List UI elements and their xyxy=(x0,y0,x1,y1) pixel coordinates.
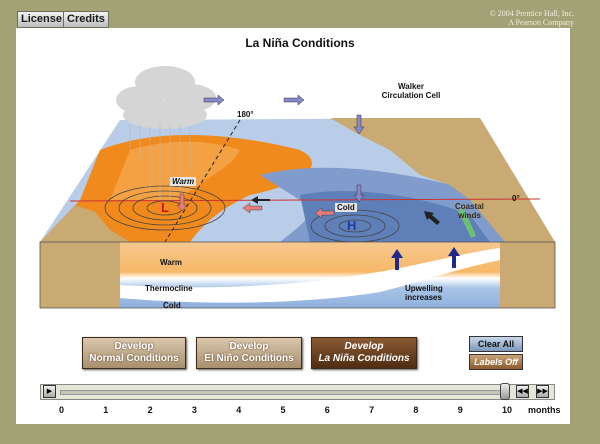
timeline-tick-1: 1 xyxy=(103,405,109,415)
upwelling-label-line1: Upwelling xyxy=(405,284,443,293)
thermocline-label: Thermocline xyxy=(145,284,193,293)
labels-off-button[interactable]: Labels Off xyxy=(469,354,523,370)
warm-layer-label: Warm xyxy=(160,258,182,267)
elnino-line1: Develop xyxy=(229,341,269,352)
copyright-line1: © 2004 Prentice Hall, Inc. xyxy=(489,9,574,18)
timeline-tick-2: 2 xyxy=(147,405,153,415)
license-button[interactable]: License xyxy=(17,11,66,28)
western-land xyxy=(40,205,130,242)
copyright-text: © 2004 Prentice Hall, Inc. A Pearson Com… xyxy=(490,9,574,27)
lanina-line1: Develop xyxy=(344,341,384,352)
coastal-label-line1: Coastal xyxy=(455,202,484,211)
coastal-label-line2: winds xyxy=(458,211,481,220)
walker-label-line2: Circulation Cell xyxy=(381,91,441,100)
equator-label: 0° xyxy=(512,194,520,203)
coastal-winds-label: Coastal winds xyxy=(455,202,484,220)
timeline-slider-handle[interactable] xyxy=(500,383,510,400)
timeline-tick-3: 3 xyxy=(191,405,197,415)
longitude-180-label: 180° xyxy=(237,110,254,119)
rewind-icon[interactable]: ◀◀ xyxy=(516,385,529,398)
timeline-unit-label: months xyxy=(528,405,561,415)
timeline-track[interactable] xyxy=(60,390,508,395)
timeline-tick-7: 7 xyxy=(369,405,375,415)
americas-land xyxy=(330,118,555,242)
cold-surface-label: Cold xyxy=(335,203,357,212)
timeline-tick-8: 8 xyxy=(413,405,419,415)
elnino-line2: El Niño Conditions xyxy=(204,353,294,364)
timeline-tick-10: 10 xyxy=(502,405,513,415)
credits-button[interactable]: Credits xyxy=(63,11,109,28)
timeline-tick-0: 0 xyxy=(59,405,65,415)
walker-label-line1: Walker xyxy=(398,82,424,91)
normal-line2: Normal Conditions xyxy=(89,353,179,364)
storm-cloud xyxy=(116,66,216,129)
cold-layer-label: Cold xyxy=(163,301,181,310)
clear-all-button[interactable]: Clear All xyxy=(469,336,523,352)
copyright-line2: A Pearson Company xyxy=(508,18,574,27)
high-pressure-label: H xyxy=(347,218,357,233)
walker-label: Walker Circulation Cell xyxy=(380,82,442,100)
diagram-title: La Niña Conditions xyxy=(245,36,355,50)
lanina-line2: La Niña Conditions xyxy=(318,353,410,364)
play-icon[interactable]: ▶ xyxy=(43,385,56,398)
timeline-tick-9: 9 xyxy=(457,405,463,415)
warm-surface-label: Warm xyxy=(170,177,197,186)
timeline-tick-4: 4 xyxy=(236,405,242,415)
fast-forward-icon[interactable]: ▶▶ xyxy=(536,385,549,398)
upwelling-label-line2: increases xyxy=(405,293,442,302)
timeline-tick-6: 6 xyxy=(324,405,330,415)
normal-line1: Develop xyxy=(114,341,154,352)
timeline-tick-5: 5 xyxy=(280,405,286,415)
upwelling-label: Upwelling increases xyxy=(405,284,443,302)
low-pressure-label: L xyxy=(161,200,169,215)
